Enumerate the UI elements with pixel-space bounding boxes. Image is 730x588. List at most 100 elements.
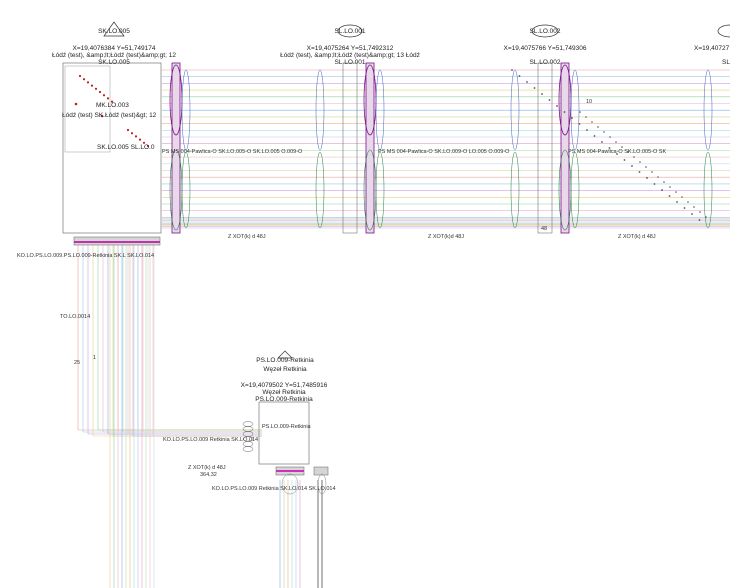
closure-trunk: [171, 62, 181, 234]
tap-dot: [687, 201, 689, 203]
tap-dot: [556, 105, 558, 107]
node-coords: X=19,40727: [694, 45, 730, 52]
splice-dot: [146, 144, 150, 148]
splice-dot: [142, 141, 146, 144]
tap-dot: [653, 183, 656, 185]
node-coords: X=19,4075766 Y=51,749306: [503, 45, 586, 52]
fiber-taps: [511, 69, 707, 221]
splice-dot: [86, 81, 90, 84]
tap-dot: [615, 141, 617, 143]
splice-dot: [90, 84, 94, 87]
tap-number: 1: [93, 355, 96, 361]
splice-dot: [134, 135, 138, 138]
closure-ellipse: [181, 69, 191, 151]
node-sub: SL.LO.002: [529, 59, 560, 66]
ko-line-label: KO.LO.PS.LO.009 Retkinia SK.LO.014: [163, 437, 258, 443]
tap-dot: [681, 196, 683, 198]
tap-dot: [603, 131, 605, 133]
closure-ellipse: [281, 473, 299, 495]
closure-ellipse: [570, 69, 580, 151]
tap-dot: [631, 165, 633, 167]
node-sub2: SK.LO.005: [98, 59, 130, 66]
tap-dot: [586, 129, 588, 131]
tap-dot: [651, 171, 653, 173]
tap-dot: [623, 159, 626, 161]
node-name: SK.LO.005: [98, 28, 130, 35]
tap-dot: [608, 147, 611, 149]
tap-dot: [705, 216, 707, 218]
tap-dot: [541, 93, 543, 95]
tap-dot: [621, 146, 623, 148]
tap-dot: [691, 213, 693, 215]
tap-dot: [526, 81, 528, 83]
node-ellipse-icon: [337, 24, 363, 38]
tap-dot: [511, 69, 513, 71]
splice-dot: [78, 74, 82, 78]
node-ps-lo-009-retkinia[interactable]: PS.LO.009-Retkinia Węzeł Retkinia X=19,4…: [241, 350, 328, 465]
node-line: Węzeł Retkinia: [263, 366, 307, 373]
tap-dot: [633, 156, 635, 158]
splice-dot: [100, 114, 104, 118]
tap-dot: [668, 195, 671, 197]
node-line: Węzeł Retkinia: [262, 389, 306, 396]
tap-number: 25: [74, 360, 80, 366]
splice-dot: [126, 128, 130, 132]
splice-dot: [106, 97, 110, 100]
tap-dot: [627, 151, 629, 153]
tap-dot: [571, 117, 573, 119]
splice-dot: [138, 138, 142, 141]
tap-dot: [639, 161, 641, 163]
node-sl-partial[interactable]: X=19,40727 SL: [694, 24, 730, 66]
cable-bus: [73, 236, 161, 246]
closure-bar: [276, 470, 304, 472]
node-frame: [537, 62, 553, 234]
tap-dot: [693, 206, 695, 208]
node-sk-lo-005[interactable]: SK.LO.005 X=19,4076384 Y=51,749174 Łódź …: [52, 21, 176, 234]
node-line: PS.LO.009-Retkinia: [255, 396, 313, 403]
node-coords: X=19,4076384 Y=51,749174: [72, 45, 155, 52]
closure-ellipse: [315, 69, 325, 151]
band-label: PS MS 004-Pawlica-O SK.LO.005-O SK: [568, 149, 666, 155]
node-sub: SL: [722, 59, 730, 66]
mk-label: MK.LO.003: [96, 102, 129, 109]
closure-ellipse: [242, 426, 254, 432]
node-name: PS.LO.009-Retkinia: [256, 357, 314, 364]
splice-dot: [94, 87, 98, 90]
tap-dot: [579, 111, 581, 113]
tap-dot: [597, 126, 599, 128]
closure-ellipse: [703, 151, 713, 229]
tap-dot: [548, 99, 551, 101]
tap-dot: [638, 171, 641, 173]
splice-dot: [82, 78, 86, 81]
node-sl-lo-001[interactable]: SL.LO.001 X=19,4075264 Y=51,7492312 Łódź…: [280, 24, 420, 234]
band-label: PS MS 004-Pawlica-O SK.LO.009-O LO.005 O…: [378, 149, 510, 155]
node-sub: Łódź (test), &amp;lt;Łódź (test)&amp;gt;…: [52, 52, 176, 59]
tap-dot: [591, 121, 593, 123]
splice-dot: [102, 94, 106, 97]
closure-ellipse: [242, 421, 254, 427]
tap-dot: [675, 191, 677, 193]
tap-dot: [518, 75, 521, 77]
closure-trunk: [365, 62, 375, 234]
tap-dot: [676, 201, 678, 203]
tap-dot: [669, 186, 671, 188]
node-triangle-icon: [103, 21, 125, 37]
node-ellipse-icon: [531, 24, 559, 38]
node-triangle-icon: [277, 350, 293, 359]
node-sl-lo-002[interactable]: SL.LO.002 X=19,4075766 Y=51,749306 SL.LO…: [503, 24, 587, 234]
ko-bottom-label: KO.LO.PS.LO.009 Retkinia SK.LO.014 SK.LO…: [212, 486, 336, 492]
tap-dot: [585, 116, 587, 118]
node-coords: X=19,4075264 Y=51,7492312: [307, 45, 394, 52]
splice-dot: [98, 90, 102, 94]
node-name: SL.LO.001: [334, 28, 365, 35]
splice-dot: [110, 100, 114, 103]
lodz-label: Łódź (test) SK.Łódź (test)&gt; 12: [62, 112, 157, 119]
fiber-count: 48: [541, 226, 547, 232]
ko-line-label: KO.LO.PS.LO.009.PS.LO.009-Retkinia SK.L …: [17, 253, 154, 259]
ps-sub-label: PS.LO.009-Retkinia: [262, 424, 312, 430]
node-sub2: SL.LO.001: [334, 59, 365, 66]
tap-dot: [533, 87, 536, 89]
node-ellipse-icon: [717, 24, 730, 38]
